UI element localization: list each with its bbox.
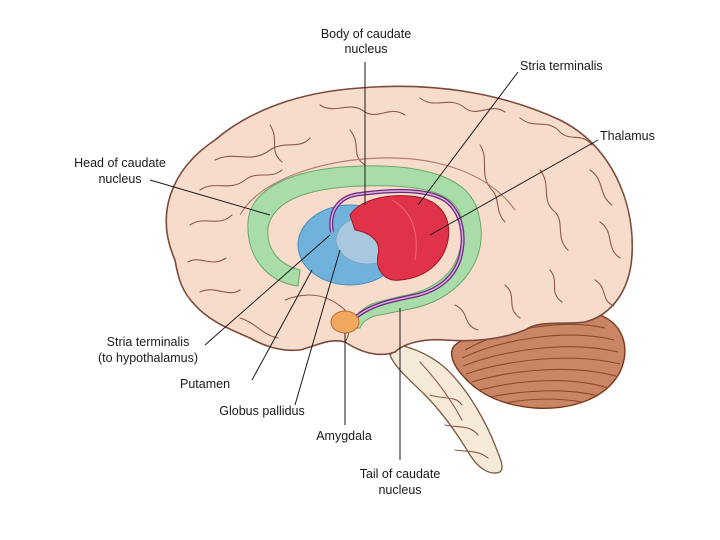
label-stria-hypothalamus-line2: (to hypothalamus) (98, 351, 198, 365)
label-body-caudate-line2: nucleus (344, 42, 387, 56)
label-tail-caudate-line2: nucleus (378, 483, 421, 497)
label-globus-pallidus: Globus pallidus (219, 404, 304, 418)
leader-lines (149, 62, 599, 460)
thalamus (349, 195, 450, 281)
amygdala (330, 310, 360, 334)
label-head-caudate-line2: nucleus (98, 172, 141, 186)
caudate-nucleus (247, 165, 482, 329)
label-stria-hypothalamus-line1: Stria terminalis (107, 335, 190, 349)
labels: Body of caudate nucleus Stria terminalis… (74, 27, 655, 497)
label-thalamus: Thalamus (600, 129, 655, 143)
label-head-caudate-line1: Head of caudate (74, 156, 166, 170)
label-body-caudate-line1: Body of caudate (321, 27, 411, 41)
label-amygdala: Amygdala (316, 429, 372, 443)
label-stria-terminalis: Stria terminalis (520, 59, 603, 73)
brainstem (389, 344, 503, 474)
label-putamen: Putamen (180, 377, 230, 391)
label-tail-caudate-line1: Tail of caudate (360, 467, 441, 481)
